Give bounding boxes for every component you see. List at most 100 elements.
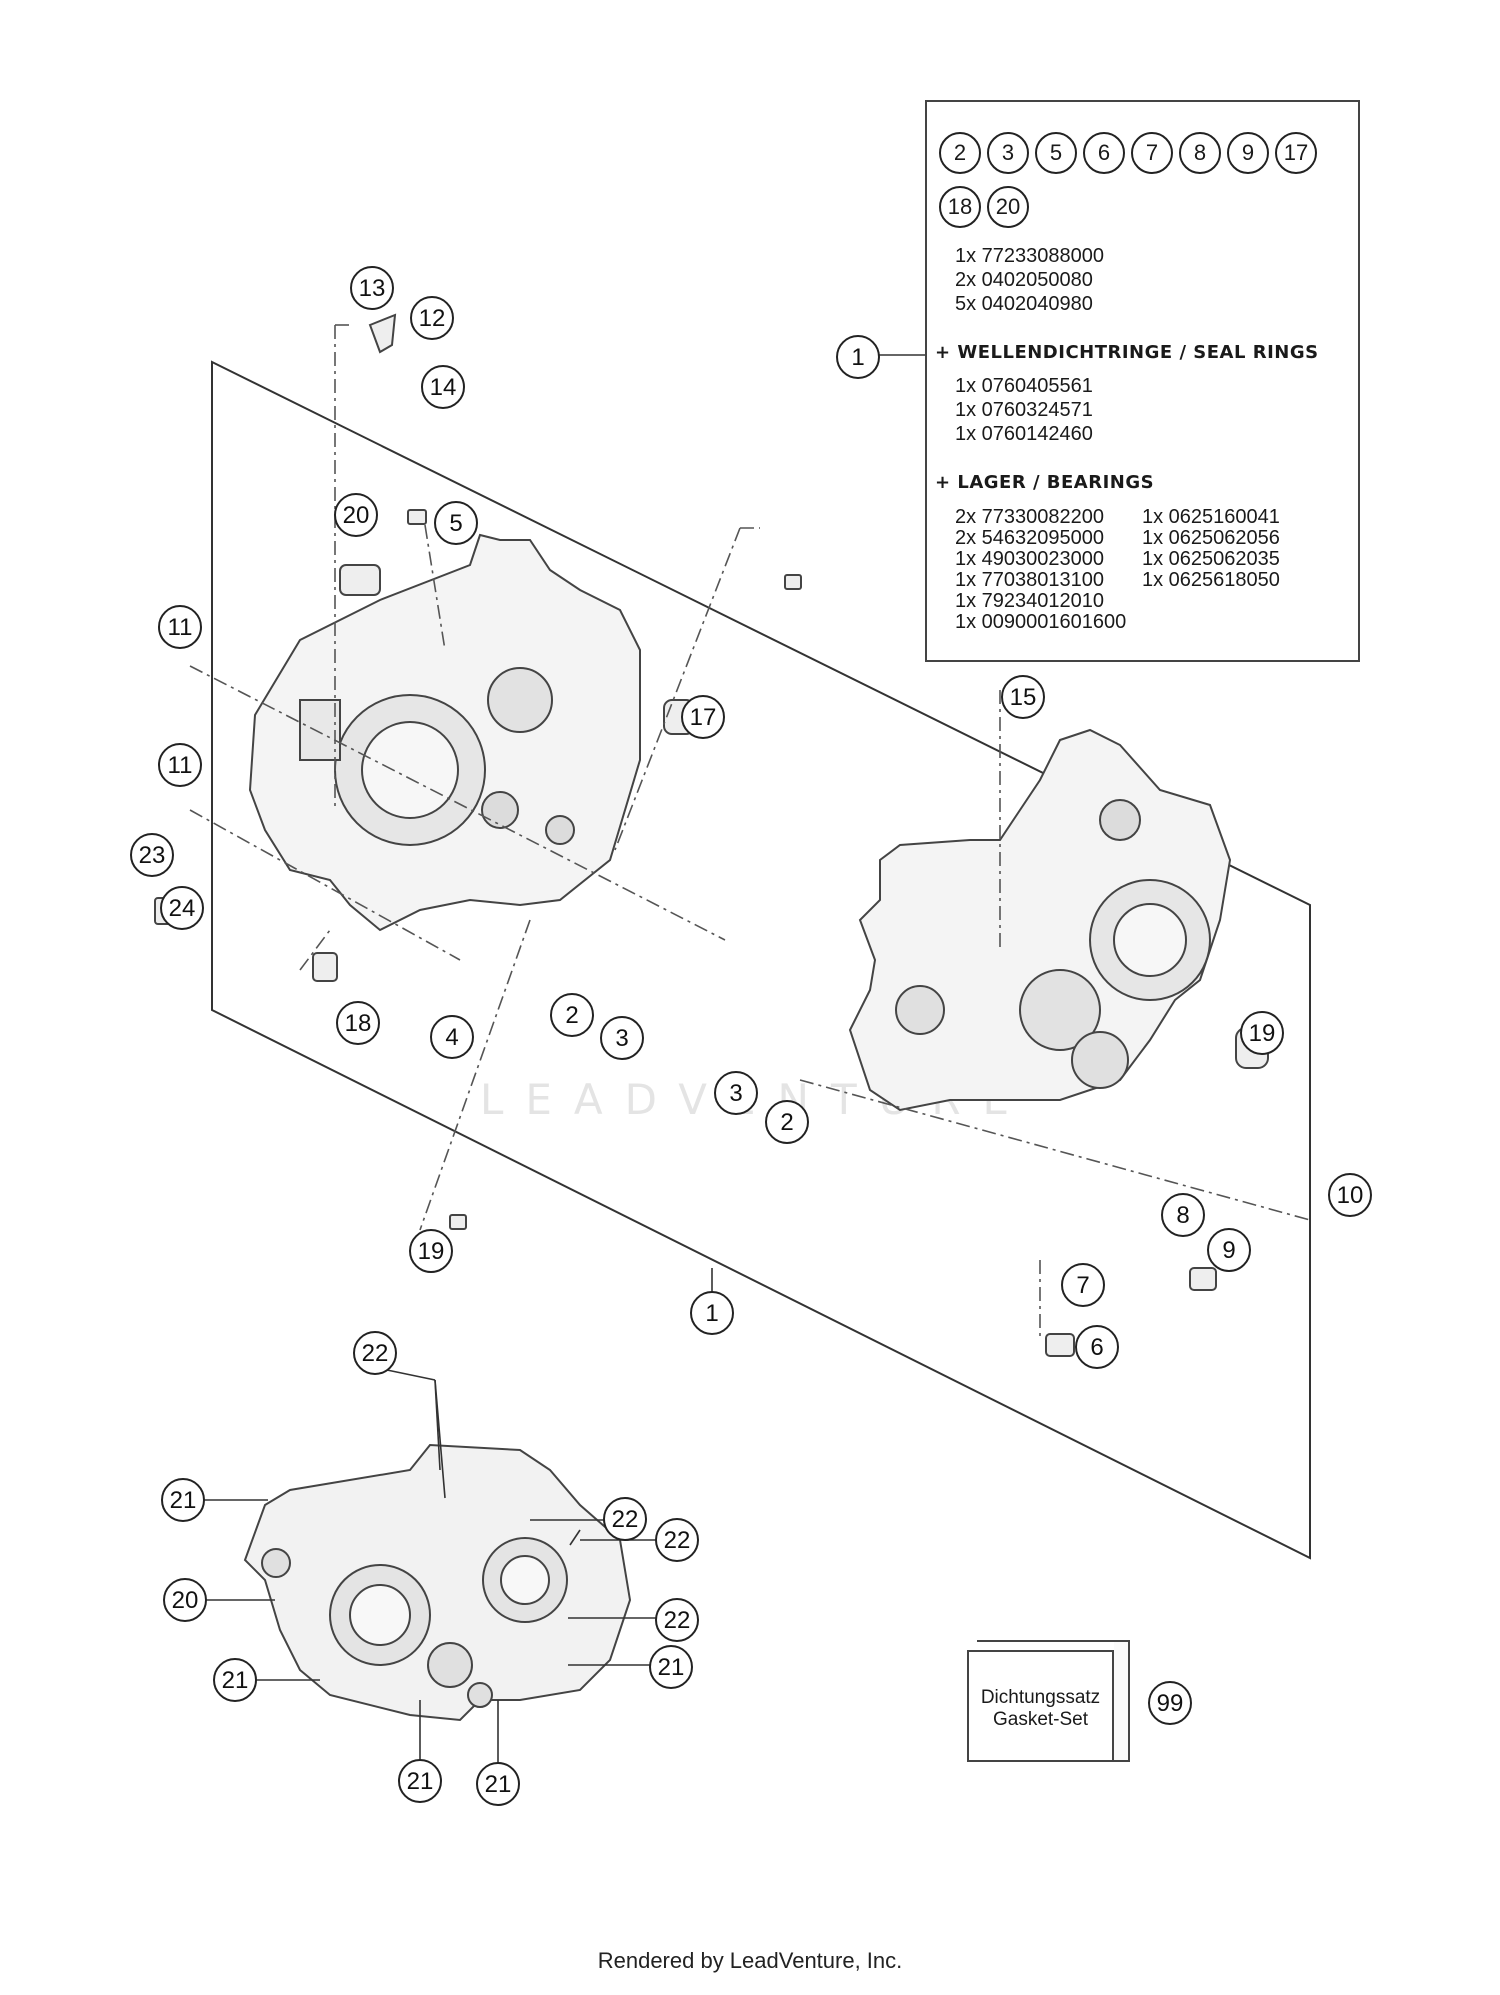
- callout-gasket-number: 99: [1148, 1681, 1192, 1725]
- svg-text:3: 3: [729, 1080, 742, 1107]
- callout-17: 17: [681, 695, 725, 739]
- assembly-guide-lines: [189, 324, 1311, 1340]
- svg-text:23: 23: [139, 842, 166, 869]
- svg-text:24: 24: [169, 895, 196, 922]
- callout-2: 2: [765, 1100, 809, 1144]
- callout-22: 22: [353, 1331, 397, 1375]
- callout-15: 15: [1001, 675, 1045, 719]
- svg-text:99: 99: [1157, 1690, 1184, 1717]
- part-line: 2x 54632095000: [955, 527, 1105, 549]
- svg-text:18: 18: [345, 1010, 372, 1037]
- svg-text:9: 9: [1222, 1237, 1235, 1264]
- bearing-list-col2: 1x 0625160041 1x 0625062056 1x 062506203…: [1142, 507, 1280, 591]
- callout-21: 21: [161, 1478, 205, 1522]
- svg-text:11: 11: [168, 614, 193, 641]
- svg-text:3: 3: [615, 1025, 628, 1052]
- callout-3: 3: [600, 1016, 644, 1060]
- callout-5: 5: [434, 501, 478, 545]
- svg-text:20: 20: [343, 502, 370, 529]
- callout-20: 20: [334, 493, 378, 537]
- part-line: 2x 77330082200: [955, 506, 1105, 528]
- callout-19: 19: [409, 1229, 453, 1273]
- part-line: 1x 49030023000: [955, 548, 1105, 570]
- svg-text:20: 20: [172, 1587, 199, 1614]
- part-line: 1x 0760324571: [955, 399, 1093, 421]
- part-line: 1x 0625618050: [1142, 569, 1280, 591]
- svg-text:21: 21: [170, 1487, 197, 1514]
- callout-8: 8: [1161, 1193, 1205, 1237]
- svg-text:14: 14: [430, 374, 457, 401]
- svg-text:2: 2: [780, 1109, 793, 1136]
- part-line: 1x 0625062056: [1142, 527, 1280, 549]
- kit-number-circle: 6: [1083, 132, 1125, 174]
- part-line: 1x 0760142460: [955, 423, 1093, 445]
- callout-4: 4: [430, 1015, 474, 1059]
- part-line: 5x 0402040980: [955, 293, 1093, 315]
- gasket-label-de: Dichtungssatz: [980, 1687, 1101, 1708]
- callout-22: 22: [655, 1598, 699, 1642]
- callout-9: 9: [1207, 1228, 1251, 1272]
- gasket-box-top: [977, 1640, 1130, 1654]
- seal-rings-heading: + WELLENDICHTRINGE / SEAL RINGS: [935, 342, 1319, 363]
- callout-21: 21: [398, 1759, 442, 1803]
- svg-text:21: 21: [222, 1667, 249, 1694]
- right-crankcase-half: [848, 728, 1232, 1112]
- svg-text:15: 15: [1010, 684, 1037, 711]
- callout-1: 1: [836, 335, 880, 379]
- svg-text:6: 6: [1090, 1334, 1103, 1361]
- part-line: 2x 0402050080: [955, 269, 1093, 291]
- callout-18: 18: [336, 1001, 380, 1045]
- crankcase-outer-view: [243, 1443, 632, 1722]
- kit-number-circle: 9: [1227, 132, 1269, 174]
- svg-text:22: 22: [664, 1607, 691, 1634]
- svg-text:22: 22: [664, 1527, 691, 1554]
- callout-10: 10: [1328, 1173, 1372, 1217]
- bearing-list-col1: 2x 77330082200 2x 54632095000 1x 4903002…: [955, 507, 1126, 633]
- part-line: 1x 0625062035: [1142, 548, 1280, 570]
- callout-22: 22: [655, 1518, 699, 1562]
- svg-text:1: 1: [705, 1300, 718, 1327]
- svg-text:7: 7: [1076, 1272, 1089, 1299]
- callout-24: 24: [160, 886, 204, 930]
- callout-11: 11: [158, 743, 202, 787]
- callout-7: 7: [1061, 1263, 1105, 1307]
- callout-23: 23: [130, 833, 174, 877]
- part-line: 1x 77038013100: [955, 569, 1105, 591]
- svg-text:21: 21: [485, 1771, 512, 1798]
- svg-text:19: 19: [418, 1238, 445, 1265]
- callout-21: 21: [476, 1762, 520, 1806]
- part-line: 1x 77233088000: [955, 245, 1105, 267]
- gasket-label-en: Gasket-Set: [992, 1709, 1089, 1730]
- seal-part-list: 1x 0760405561 1x 0760324571 1x 076014246…: [955, 374, 1093, 446]
- svg-text:19: 19: [1249, 1020, 1276, 1047]
- kit-number-circle: 2: [939, 132, 981, 174]
- svg-text:8: 8: [1176, 1202, 1189, 1229]
- svg-text:21: 21: [658, 1654, 685, 1681]
- svg-text:22: 22: [612, 1506, 639, 1533]
- svg-text:1: 1: [851, 344, 864, 371]
- svg-text:4: 4: [445, 1024, 458, 1051]
- svg-text:12: 12: [419, 305, 446, 332]
- svg-text:11: 11: [168, 752, 193, 779]
- callout-22: 22: [603, 1497, 647, 1541]
- callout-21: 21: [649, 1645, 693, 1689]
- gasket-set-box: Dichtungssatz Gasket-Set: [967, 1650, 1114, 1762]
- callout-1: 1: [690, 1291, 734, 1335]
- kit-number-circle: 3: [987, 132, 1029, 174]
- svg-text:17: 17: [690, 704, 717, 731]
- svg-text:13: 13: [359, 275, 386, 302]
- callout-13: 13: [350, 266, 394, 310]
- callout-3: 3: [714, 1071, 758, 1115]
- kit-number-circle: 5: [1035, 132, 1077, 174]
- left-crankcase-half: [248, 533, 641, 932]
- part-line: 1x 0625160041: [1142, 506, 1280, 528]
- footer-credit: Rendered by LeadVenture, Inc.: [597, 1948, 903, 1973]
- kit-number-circle: 8: [1179, 132, 1221, 174]
- svg-text:2: 2: [565, 1002, 578, 1029]
- kit-number-circle: 18: [939, 186, 981, 228]
